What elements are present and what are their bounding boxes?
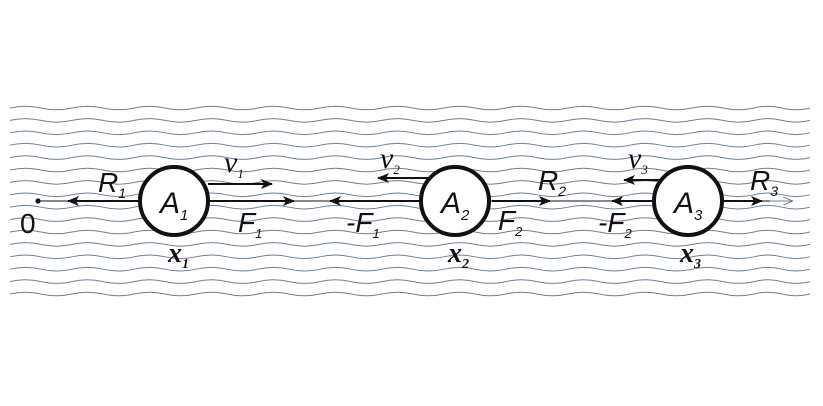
label-v2: v2: [380, 142, 400, 177]
body-A3: A3: [652, 165, 724, 237]
body-A2-disc: [419, 165, 491, 237]
body-A3-label: A3: [672, 187, 703, 224]
wave-line: [9, 279, 811, 284]
body-A1-label: A1: [158, 187, 188, 224]
body-A3-disc: [652, 165, 724, 237]
origin-point: [35, 198, 41, 204]
label-neg-F1: -F1: [346, 207, 380, 241]
label-R1: R1: [98, 167, 126, 201]
fluid-waves: [9, 105, 811, 297]
label-v1: v1: [224, 146, 244, 181]
wave-line: [9, 130, 811, 136]
label-F2: F2: [498, 205, 523, 239]
wave-line: [9, 118, 811, 123]
wave-line: [9, 105, 811, 111]
wave-line: [9, 242, 811, 247]
body-A2: A2: [419, 165, 491, 237]
wave-line: [9, 266, 811, 272]
label-R2: R2: [538, 165, 566, 199]
label-F1: F1: [238, 207, 262, 241]
wave-line: [9, 142, 811, 148]
wave-line: [9, 155, 811, 160]
body-A1-disc: [138, 165, 210, 237]
body-A1: A1: [138, 165, 210, 237]
label-x2: x2: [447, 238, 469, 272]
wave-line: [9, 254, 811, 260]
wave-line: [9, 291, 811, 297]
label-x3: x3: [679, 238, 701, 272]
body-A2-label: A2: [439, 187, 470, 224]
origin-label: 0: [20, 208, 36, 239]
label-v3: v3: [628, 142, 648, 177]
label-R3: R3: [750, 165, 778, 199]
label-neg-F2: -F2: [598, 207, 632, 241]
label-x1: x1: [167, 238, 189, 272]
